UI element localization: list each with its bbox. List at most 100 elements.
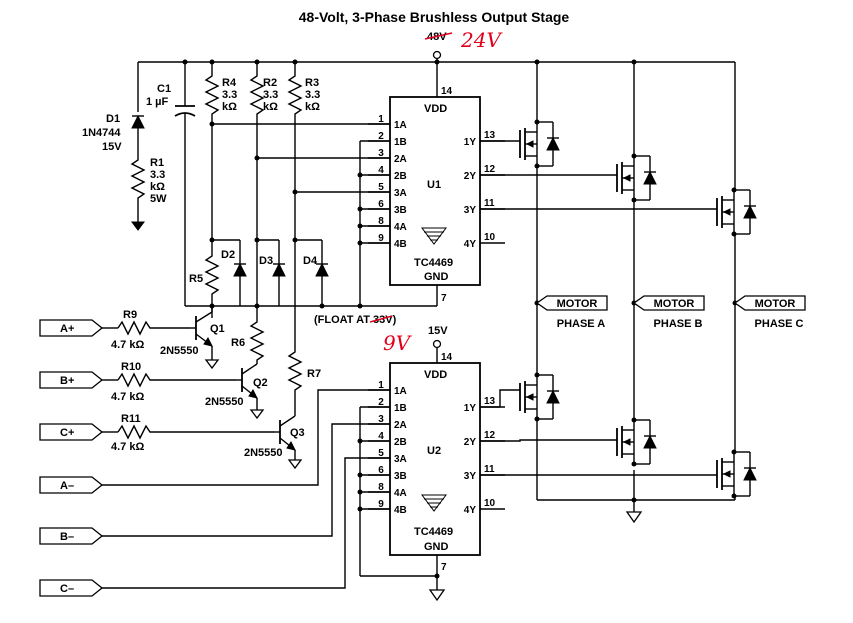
zener-d1 (131, 62, 145, 150)
u1-logo-icon (421, 227, 447, 245)
u1-pin-num-2: 2 (378, 131, 384, 142)
diode-d3 (254, 237, 286, 306)
r11-value: 4.7 kΩ (111, 441, 144, 453)
u2-gate-wires (480, 389, 717, 476)
motor-phase-label: PHASE C (755, 318, 804, 330)
u2-pin-num-4: 4 (378, 431, 384, 442)
u2-pin-name-1A: 1A (394, 386, 407, 397)
handwritten-9v: 9V (383, 331, 413, 355)
u2-logo-icon (421, 494, 447, 512)
u1-pin-7: 7 (441, 293, 447, 304)
mosfet-high-b (616, 153, 657, 203)
u1-pin-name-2B: 2B (394, 171, 407, 182)
r2-unit: kΩ (263, 101, 278, 113)
u2-vdd: VDD (424, 369, 447, 381)
q3-ref: Q3 (290, 427, 305, 439)
u2-pin-num-5: 5 (378, 448, 384, 459)
u1-pin-name-2Y: 2Y (464, 171, 477, 182)
input-b-plus: B+ (60, 375, 74, 387)
u1-pin-num-3: 3 (378, 148, 384, 159)
q3-part: 2N5550 (244, 447, 283, 459)
input-c-minus-path (39, 457, 390, 597)
r10-value: 4.7 kΩ (111, 391, 144, 403)
resistor-r3 (287, 62, 303, 240)
u1-pin-num-4: 4 (378, 165, 384, 176)
supply-15v-terminal (432, 339, 442, 349)
d3-ref: D3 (259, 255, 273, 267)
r5-ref: R5 (189, 273, 203, 285)
motor-phase-label: PHASE B (654, 318, 703, 330)
float-note: (FLOAT AT 33V) (314, 314, 397, 326)
r4-ref: R4 (222, 77, 237, 89)
u2-pin-name-2A: 2A (394, 420, 407, 431)
r7-ref: R7 (307, 368, 321, 380)
u2-pin-num-6: 6 (378, 465, 384, 476)
u2-pin-7: 7 (441, 562, 447, 573)
u2-pin-name-2Y: 2Y (464, 437, 477, 448)
resistor-r7 (287, 240, 303, 416)
u1-ref: U1 (427, 179, 441, 191)
input-a-minus-path (39, 389, 390, 494)
capacitor-c1 (174, 62, 437, 309)
handwritten-24v: 24V (460, 28, 503, 52)
u1-pin-name-3A: 3A (394, 188, 407, 199)
low-side-source-ties (536, 419, 736, 500)
transistor-q3 (274, 415, 303, 470)
u2-pin-name-3A: 3A (394, 454, 407, 465)
u2-pin-num-1: 1 (378, 380, 384, 391)
u1-vdd: VDD (424, 103, 447, 115)
d1-ref: D1 (106, 113, 120, 125)
u1-pin-name-1Y: 1Y (464, 137, 477, 148)
motor-phase-tag-2: MOTOR PHASE B (632, 295, 705, 330)
u2-pin-num-12: 12 (484, 430, 496, 441)
u1-part: TC4469 (414, 257, 453, 269)
d1-value: 15V (102, 141, 122, 153)
motor-tag-label: MOTOR (654, 298, 695, 310)
q1-part: 2N5550 (160, 345, 199, 357)
output-bridge-wiring (536, 62, 736, 524)
u2-pin-num-13: 13 (484, 396, 496, 407)
u1-pin-name-4B: 4B (394, 239, 407, 250)
u2-gnd: GND (424, 541, 449, 553)
mosfet-low-c (716, 449, 757, 499)
input-b-minus: B– (60, 531, 74, 543)
u2-pin-num-2: 2 (378, 397, 384, 408)
diagram-title: 48-Volt, 3-Phase Brushless Output Stage (299, 9, 570, 25)
u1-pin-num-8: 8 (378, 216, 384, 227)
resistor-r2 (249, 62, 265, 240)
input-b-minus-path (39, 423, 390, 545)
u1-package (389, 96, 481, 306)
u1-pin-name-4Y: 4Y (464, 239, 477, 250)
u1-pin-num-6: 6 (378, 199, 384, 210)
u1-pin-num-12: 12 (484, 164, 496, 175)
u2-pin-14: 14 (441, 352, 453, 363)
d1-part: 1N4744 (82, 127, 121, 139)
r9-ref: R9 (123, 309, 137, 321)
mosfet-array (519, 119, 757, 500)
u2-pin-name-4A: 4A (394, 488, 407, 499)
d4-ref: D4 (303, 255, 318, 267)
u2-pin-num-8: 8 (378, 482, 384, 493)
c1-ref: C1 (157, 83, 171, 95)
motor-tag-label: MOTOR (557, 298, 598, 310)
r3-unit: kΩ (305, 101, 320, 113)
u2-pin-name-1Y: 1Y (464, 403, 477, 414)
q1-ref: Q1 (210, 323, 225, 335)
u1-pin-name-1A: 1A (394, 120, 407, 131)
mosfet-low-b (616, 417, 657, 467)
r11-ref: R11 (121, 413, 141, 425)
u2-pin-num-3: 3 (378, 414, 384, 425)
u1-input-wiring (209, 121, 390, 306)
u1-gate-wires (480, 140, 717, 210)
r10-ref: R10 (121, 361, 141, 373)
motor-tag-label: MOTOR (755, 298, 796, 310)
input-c-plus-path (39, 423, 274, 441)
transistor-q1 (190, 306, 220, 370)
r2-ref: R2 (263, 77, 277, 89)
input-c-plus: C+ (60, 427, 74, 439)
u1-pin-14: 14 (441, 86, 453, 97)
u2-pin-name-3B: 3B (394, 471, 407, 482)
c1-value: 1 µF (146, 96, 169, 108)
u1-gnd: GND (424, 271, 449, 283)
